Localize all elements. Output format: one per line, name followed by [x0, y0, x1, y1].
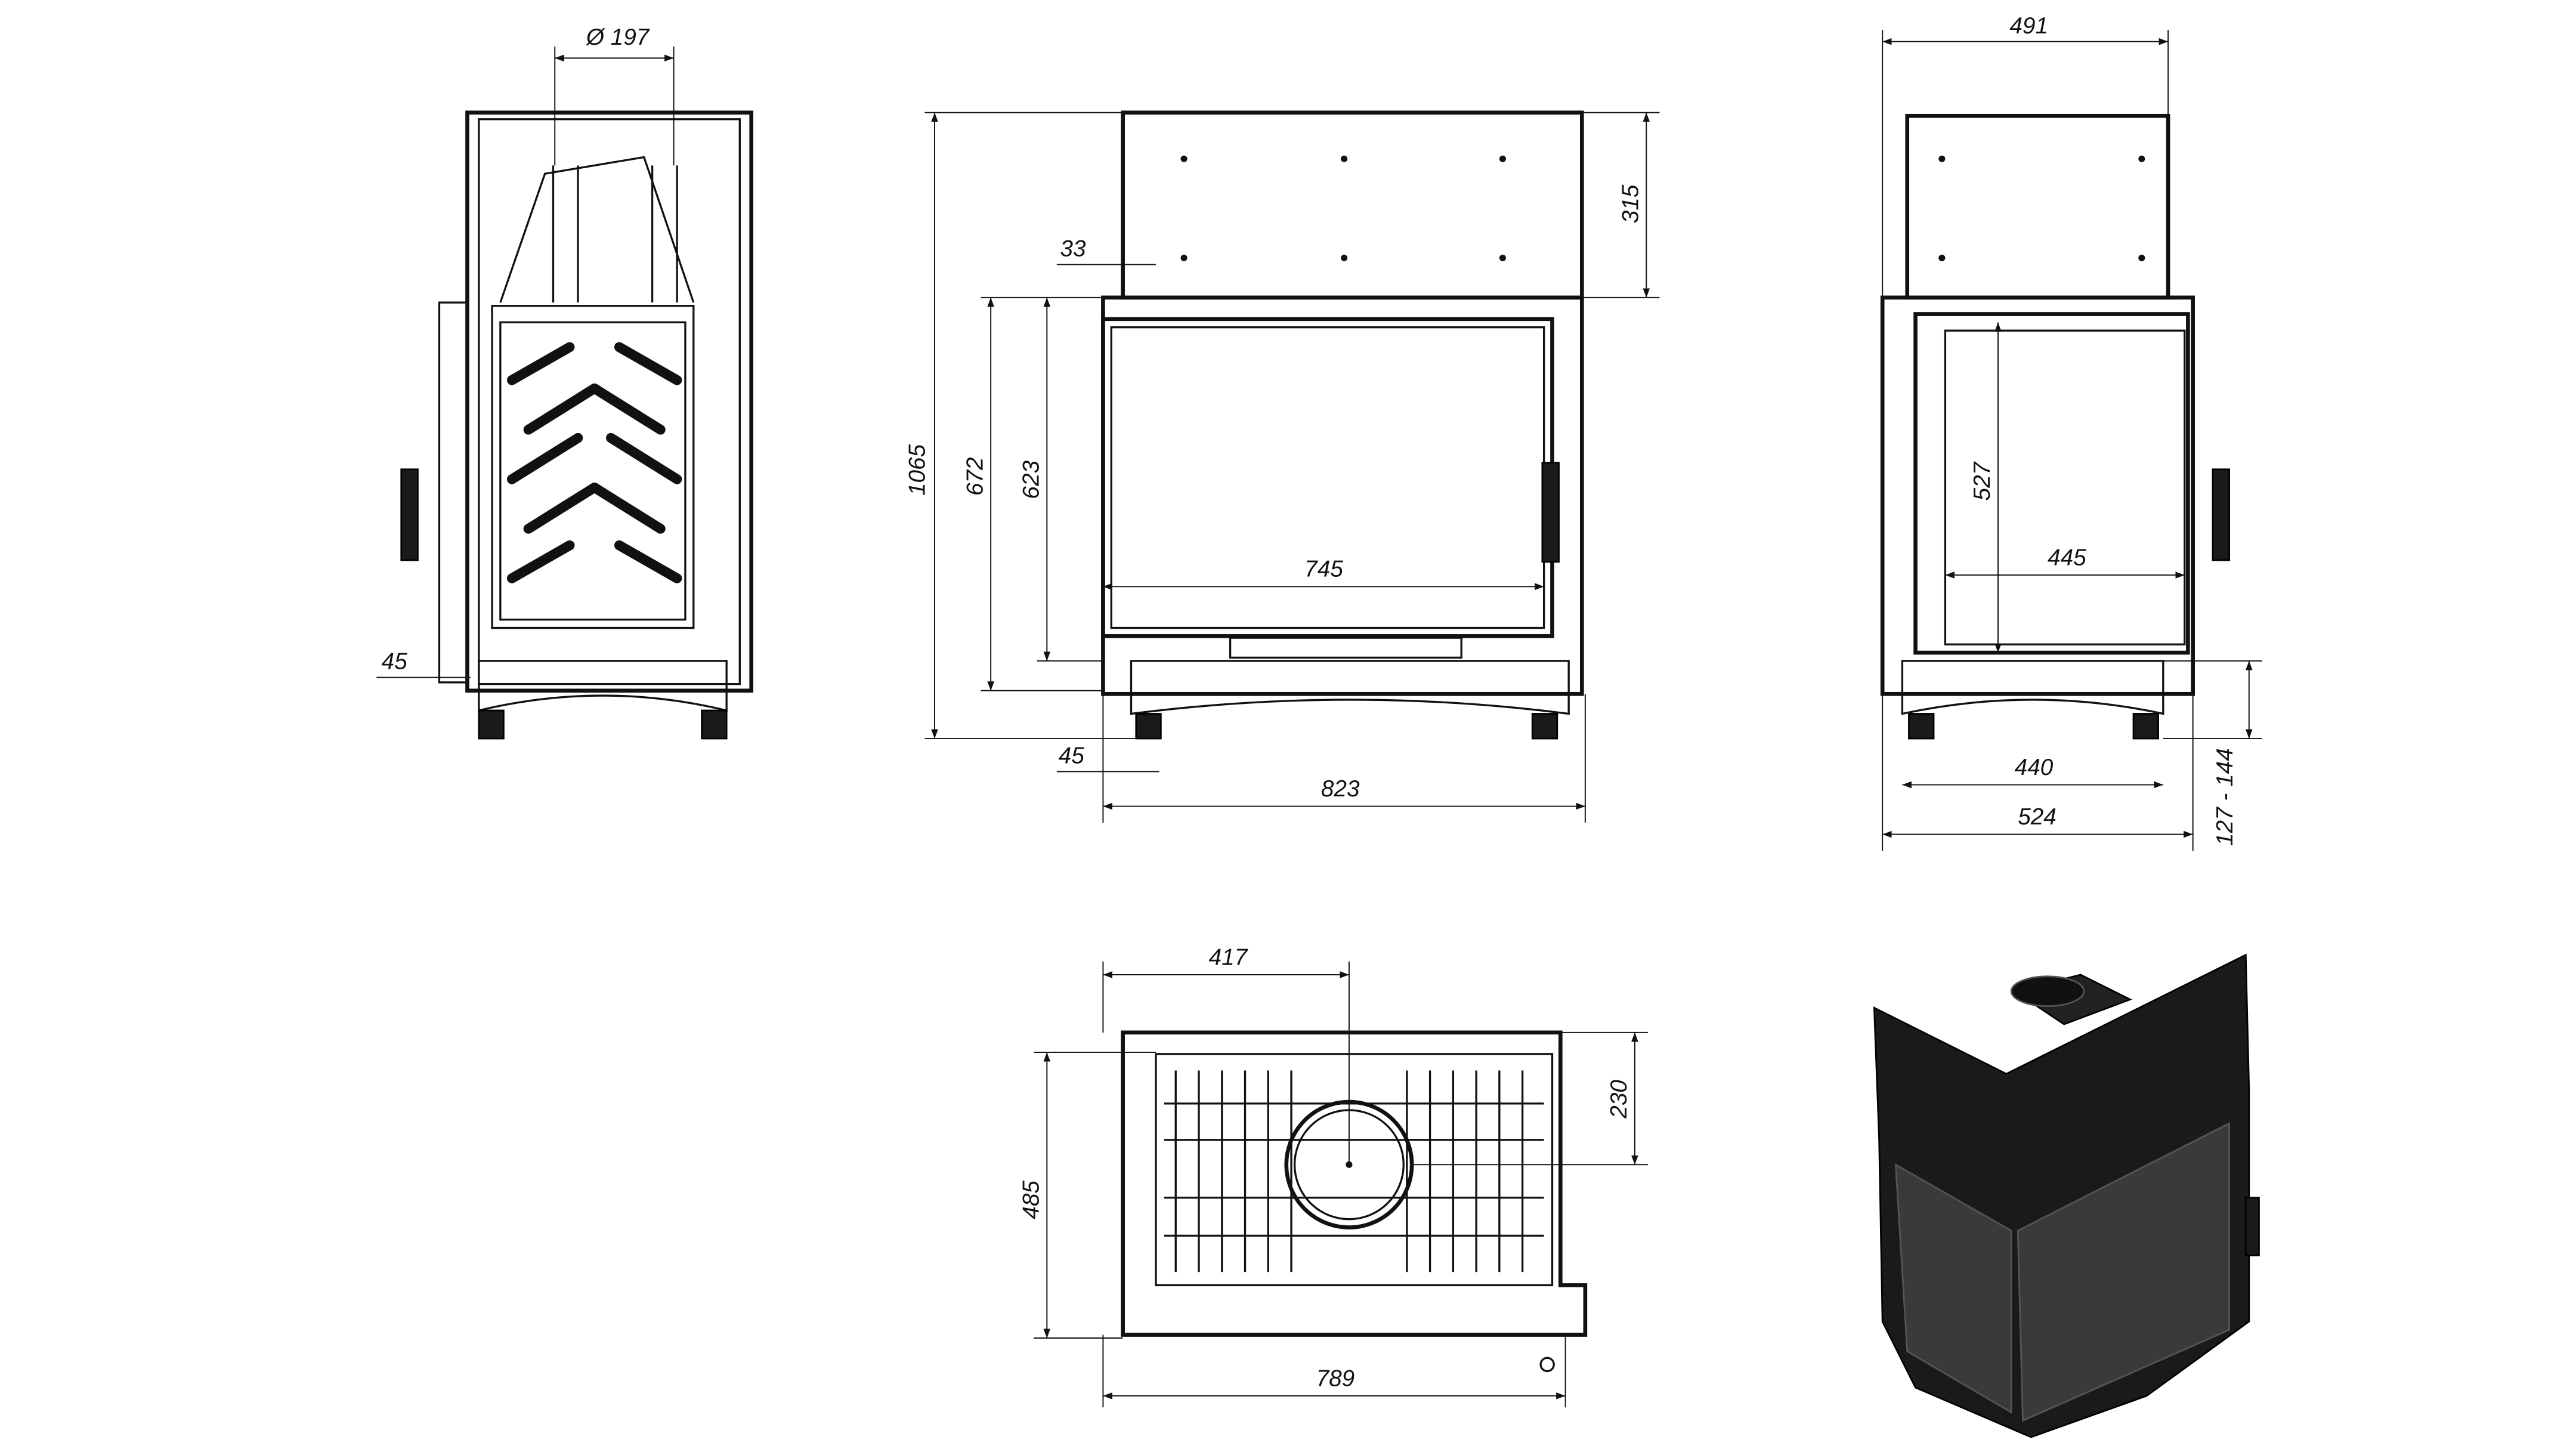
glass-height-label: 527	[1969, 461, 1995, 500]
base-width-label: 440	[2015, 755, 2054, 780]
right-glass-width-label: 445	[2048, 545, 2086, 570]
front-view: 1065 672 623 315 33 745 45 823	[904, 110, 1660, 823]
door-height-label: 623	[1018, 460, 1044, 499]
total-height-label: 1065	[904, 444, 930, 496]
body-height-label: 672	[962, 457, 988, 496]
flue-diameter-label: Ø 197	[585, 24, 650, 50]
depth-label: 485	[1018, 1181, 1044, 1219]
glass-width-label: 745	[1304, 557, 1343, 582]
top-width-label: 491	[2009, 13, 2048, 39]
flue-center-offset-label: 417	[1209, 944, 1248, 970]
top-offset-label: 33	[1060, 236, 1086, 262]
total-width-label: 823	[1321, 776, 1360, 802]
top-section-height-label: 315	[1618, 184, 1643, 223]
top-view: 417 230 485 789	[1018, 944, 1649, 1408]
isometric-render	[1873, 953, 2260, 1438]
grate-chevrons	[506, 342, 682, 583]
flue-depth-offset-label: 230	[1606, 1080, 1632, 1119]
total-depth-label: 524	[2018, 804, 2057, 830]
foot-offset-label: 45	[1059, 743, 1085, 769]
width-label: 789	[1316, 1365, 1355, 1391]
right-side-view: 491 527 445 440 524 127 - 144	[1880, 13, 2262, 851]
depth-offset-label: 45	[382, 649, 408, 675]
leg-height-range-label: 127 - 144	[2212, 748, 2238, 846]
left-side-view: Ø 197 45	[376, 24, 754, 740]
